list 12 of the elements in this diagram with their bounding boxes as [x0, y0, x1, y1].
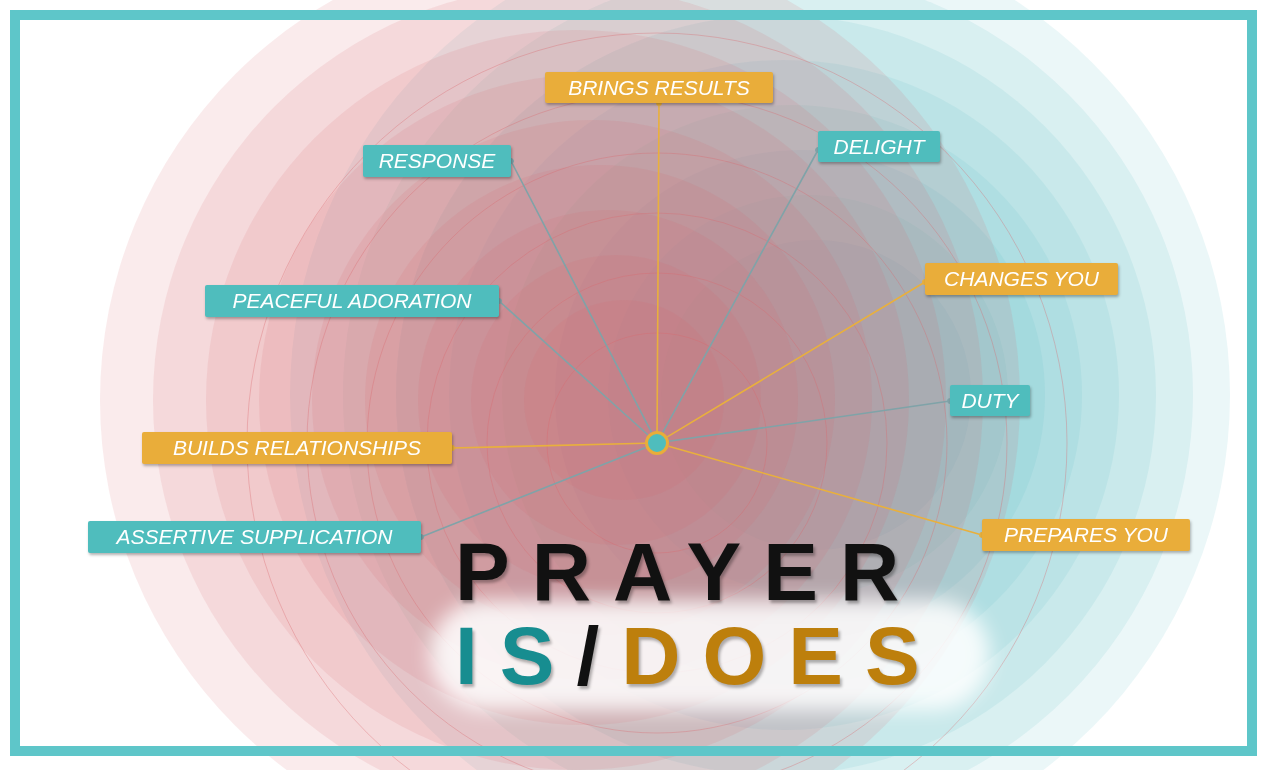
label-tag: BUILDS RELATIONSHIPS: [142, 432, 452, 464]
label-tag: PEACEFUL ADORATION: [205, 285, 499, 317]
center-dot: [645, 431, 669, 455]
label-tag: DELIGHT: [818, 131, 940, 162]
label-tag: CHANGES YOU: [925, 263, 1118, 295]
label-tag: DUTY: [950, 385, 1030, 416]
label-tag: BRINGS RESULTS: [545, 72, 773, 103]
title: PRAYER IS/DOES: [455, 530, 943, 698]
label-tag: ASSERTIVE SUPPLICATION: [88, 521, 421, 553]
leader-line: [656, 100, 662, 432]
label-tag: RESPONSE: [363, 145, 511, 177]
label-tag: PREPARES YOU: [982, 519, 1190, 551]
